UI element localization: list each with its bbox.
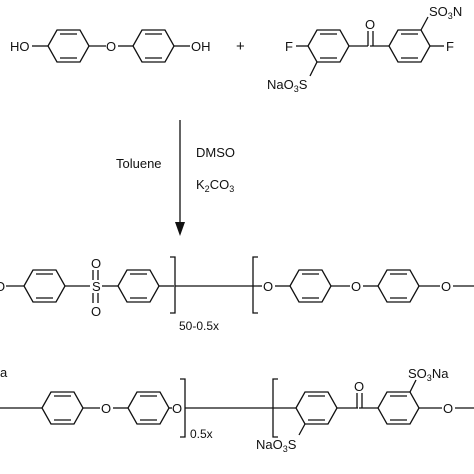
benzene-ring: [41, 391, 84, 425]
sulfonate-bottom-label: NaO3S: [267, 77, 308, 94]
ether-oxygen-label: O: [106, 39, 116, 54]
sulfone-oxygen-bottom: O: [91, 304, 101, 319]
sulfur-label: S: [92, 279, 101, 294]
plus-sign: +: [236, 38, 245, 55]
reactant-sulfonated-difluorobenzophenone: F NaO3S O SO3N F: [267, 4, 462, 94]
fluoro-left-label: F: [285, 39, 293, 54]
reaction-arrow: [175, 120, 185, 236]
bracket-close: [170, 256, 176, 314]
sulfonate-bottom-label: NaO3S: [256, 437, 297, 454]
carbonyl-oxygen-label: O: [354, 379, 364, 394]
link-oxygen-label: O: [172, 401, 182, 416]
ether-oxygen-label: O: [351, 279, 361, 294]
benzene-ring: [295, 391, 338, 425]
benzene-ring: [132, 29, 175, 63]
benzene-ring: [289, 269, 332, 303]
benzene-ring: [23, 269, 66, 303]
product-upper-segment: O S O O 50-0.5x O O O: [0, 256, 474, 333]
sulfonate-top-label: SO3Na: [408, 366, 449, 383]
ether-oxygen-label: O: [101, 401, 111, 416]
fluoro-right-label: F: [446, 39, 454, 54]
carbonyl-oxygen-label: O: [365, 17, 375, 32]
reactant-dihydroxydiphenyl-ether: HO O OH: [10, 29, 211, 63]
end-oxygen-right-label: O: [441, 279, 451, 294]
sulfone-oxygen-top: O: [91, 256, 101, 271]
bracket-open: [272, 378, 278, 438]
repeat-subscript-label: 0.5x: [190, 427, 213, 441]
end-oxygen-label: O: [443, 401, 453, 416]
solvent-toluene: Toluene: [116, 156, 162, 171]
benzene-ring: [47, 29, 90, 63]
link-oxygen-label: O: [263, 279, 273, 294]
benzene-ring: [307, 29, 350, 63]
repeat-subscript-label: 50-0.5x: [179, 319, 219, 333]
end-oxygen-label: O: [0, 279, 5, 294]
benzene-ring: [377, 269, 420, 303]
benzene-ring: [127, 391, 170, 425]
benzene-ring: [377, 391, 420, 425]
sulfonate-top-label: SO3N: [429, 4, 462, 21]
benzene-ring: [117, 269, 160, 303]
bracket-open: [252, 256, 258, 314]
hydroxyl-right-label: OH: [191, 39, 211, 54]
fragment-left-label: a: [0, 365, 8, 380]
arrow-head: [175, 222, 185, 236]
product-lower-segment: a O O 0.5x NaO3S O SO3Na O: [0, 365, 474, 454]
hydroxyl-left-label: HO: [10, 39, 30, 54]
base-potassium-carbonate: K2CO3: [196, 177, 234, 194]
solvent-dmso: DMSO: [196, 145, 235, 160]
benzene-ring: [388, 29, 431, 63]
